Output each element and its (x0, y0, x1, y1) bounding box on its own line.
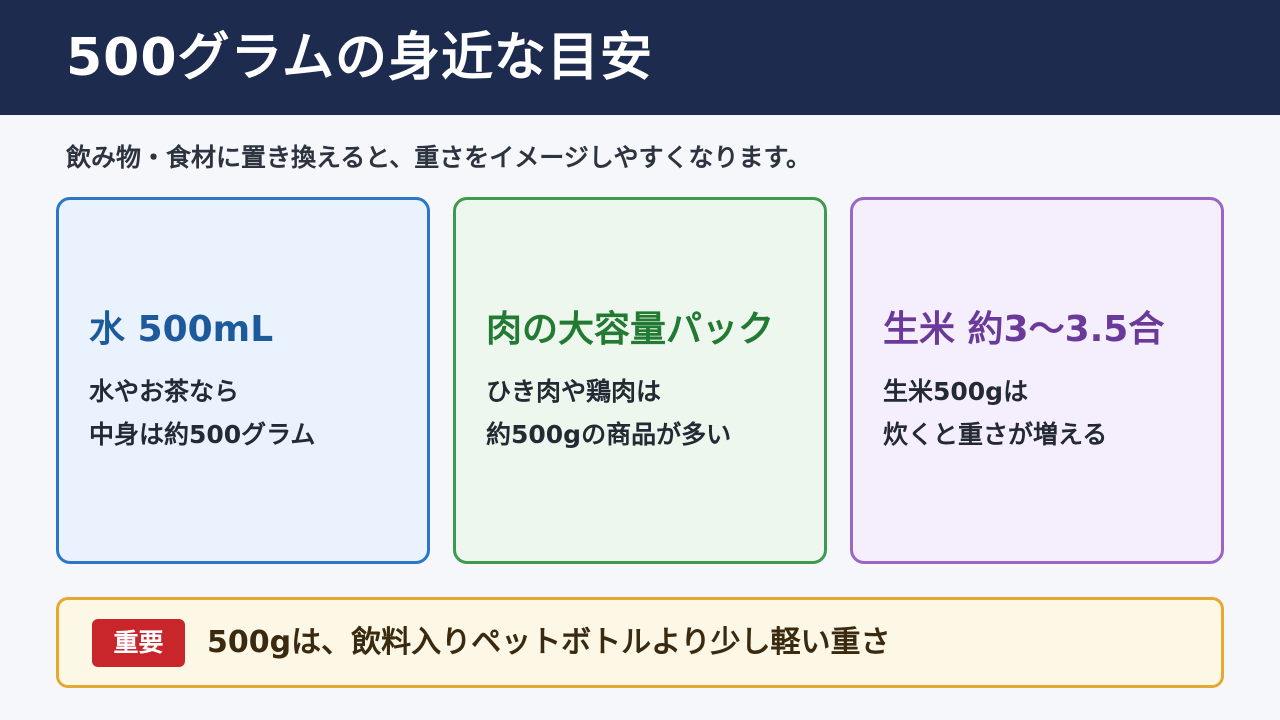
card-rice: 生米 約3〜3.5合 生米500gは 炊くと重さが増える (850, 197, 1224, 564)
page-subtitle: 飲み物・食材に置き換えると、重さをイメージしやすくなります。 (66, 143, 812, 172)
card-description: 水やお茶なら 中身は約500グラム (89, 370, 405, 456)
header-bar: 500グラムの身近な目安 (0, 0, 1280, 115)
important-badge: 重要 (92, 619, 185, 667)
card-content: 肉の大容量パック ひき肉や鶏肉は 約500gの商品が多い (486, 306, 802, 456)
card-title: 生米 約3〜3.5合 (883, 308, 1165, 350)
card-line: 水やお茶なら (89, 376, 240, 406)
note-text: 500gは、飲料入りペットボトルより少し軽い重さ (207, 625, 891, 660)
important-note: 重要 500gは、飲料入りペットボトルより少し軽い重さ (56, 597, 1224, 688)
card-line: 中身は約500グラム (89, 419, 316, 449)
card-description: 生米500gは 炊くと重さが増える (883, 370, 1199, 456)
page-title: 500グラムの身近な目安 (66, 28, 653, 88)
card-water: 水 500mL 水やお茶なら 中身は約500グラム (56, 197, 430, 564)
card-line: ひき肉や鶏肉は (486, 376, 662, 406)
card-description: ひき肉や鶏肉は 約500gの商品が多い (486, 370, 802, 456)
card-meat: 肉の大容量パック ひき肉や鶏肉は 約500gの商品が多い (453, 197, 827, 564)
card-content: 水 500mL 水やお茶なら 中身は約500グラム (89, 306, 405, 456)
card-content: 生米 約3〜3.5合 生米500gは 炊くと重さが増える (883, 306, 1199, 456)
card-title: 水 500mL (89, 308, 274, 350)
card-line: 生米500gは (883, 376, 1029, 406)
card-title: 肉の大容量パック (486, 308, 775, 350)
card-line: 約500gの商品が多い (486, 419, 732, 449)
card-line: 炊くと重さが増える (883, 419, 1108, 449)
